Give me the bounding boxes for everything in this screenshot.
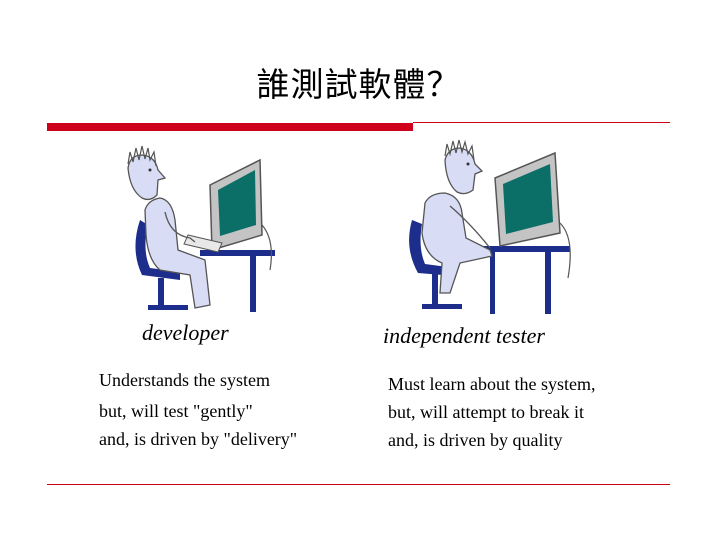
developer-line-3: and, is driven by "delivery" bbox=[99, 429, 298, 449]
developer-line-1: Understands the system bbox=[99, 370, 270, 390]
tester-head bbox=[444, 147, 484, 195]
monitor-cable bbox=[261, 224, 272, 271]
chair-base bbox=[422, 304, 462, 309]
developer-hair bbox=[127, 145, 157, 167]
developer-description: Understands the system but, will test "g… bbox=[99, 366, 297, 453]
bottom-divider-line bbox=[47, 484, 670, 485]
tester-hair bbox=[444, 139, 475, 161]
developer-head bbox=[127, 154, 167, 201]
tester-label: independent tester bbox=[383, 323, 545, 348]
desk-top bbox=[200, 250, 275, 256]
chair bbox=[409, 220, 455, 276]
tester-line-1: Must learn about the system, bbox=[388, 374, 596, 394]
title-accent-bar bbox=[47, 123, 413, 131]
desk-leg bbox=[545, 252, 551, 314]
tester-illustration bbox=[409, 139, 571, 314]
tester-line-3: and, is driven by quality bbox=[388, 430, 563, 450]
developer-line-2: but, will test "gently" bbox=[99, 401, 253, 421]
title-divider-line bbox=[413, 122, 670, 123]
developer-arm bbox=[164, 211, 196, 243]
chair bbox=[135, 220, 180, 280]
developer-label: developer bbox=[142, 320, 229, 345]
monitor-cable bbox=[559, 222, 571, 279]
desk-leg bbox=[250, 256, 256, 312]
tester-eye bbox=[466, 162, 470, 166]
tester-description: Must learn about the system, but, will a… bbox=[388, 370, 595, 454]
slide-title: 誰測試軟體？ bbox=[256, 65, 461, 104]
desk-leg-front bbox=[490, 252, 495, 314]
tester-body bbox=[421, 192, 493, 294]
desk-top bbox=[480, 246, 570, 252]
chair-base bbox=[148, 305, 188, 310]
developer-illustration bbox=[127, 145, 275, 312]
chair-post bbox=[432, 274, 438, 306]
tester-line-2: but, will attempt to break it bbox=[388, 402, 584, 422]
tester-arm bbox=[449, 205, 491, 249]
developer-body bbox=[144, 197, 211, 309]
developer-eye bbox=[148, 168, 152, 172]
chair-post bbox=[158, 278, 164, 308]
monitor-screen bbox=[218, 170, 256, 236]
monitor-screen bbox=[503, 164, 553, 234]
keyboard bbox=[183, 234, 223, 253]
